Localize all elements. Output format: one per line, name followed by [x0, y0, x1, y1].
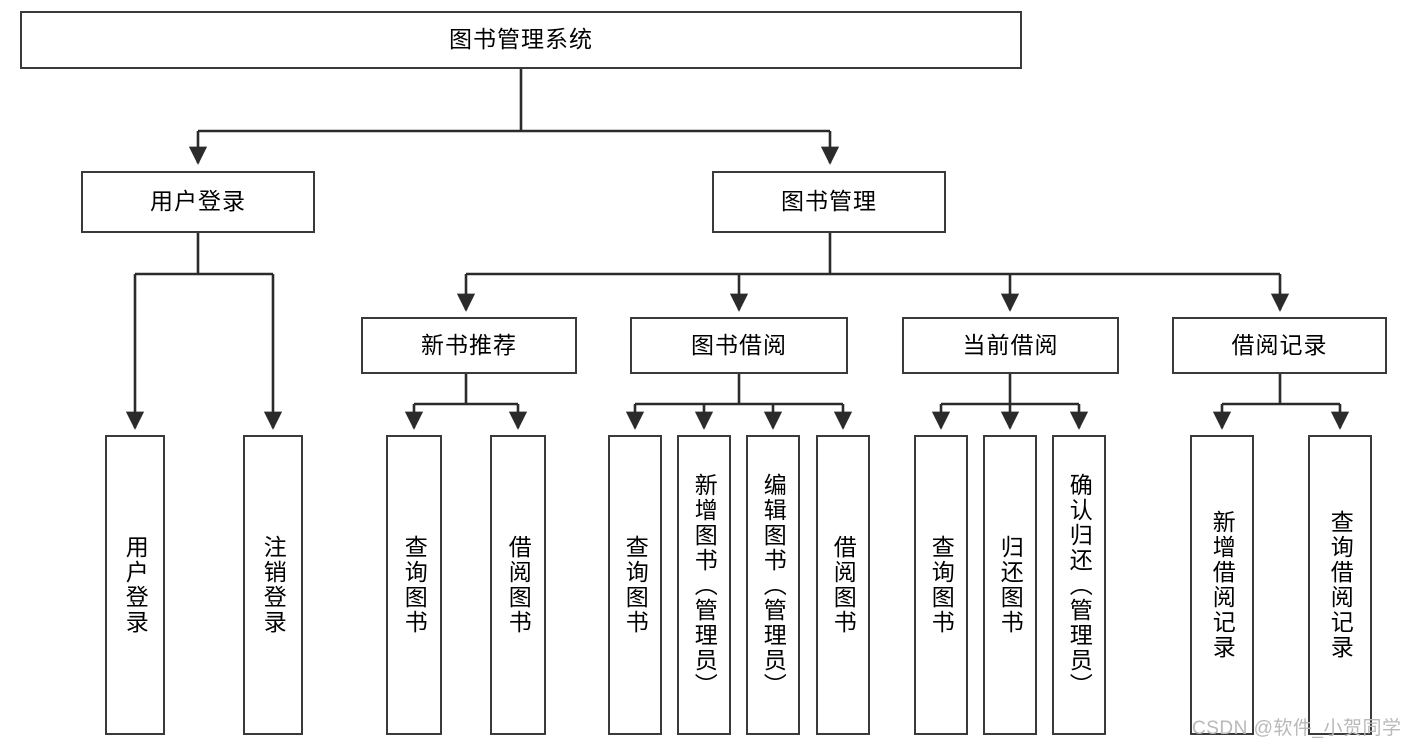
leaf-confirm-return-label: 确认归还（管理员） — [1066, 472, 1093, 698]
leaf-query-book-2-label: 查询图书 — [622, 535, 649, 635]
leaf-return-book-label: 归还图书 — [997, 535, 1024, 635]
node-book-borrow[interactable]: 图书借阅 — [630, 317, 848, 374]
leaf-user-login[interactable]: 用户登录 — [105, 435, 165, 735]
leaf-return-book[interactable]: 归还图书 — [983, 435, 1037, 735]
leaf-add-record[interactable]: 新增借阅记录 — [1190, 435, 1254, 735]
leaf-query-book-3-label: 查询图书 — [928, 535, 955, 635]
leaf-edit-book-label: 编辑图书（管理员） — [760, 472, 787, 698]
leaf-borrow-book-1[interactable]: 借阅图书 — [490, 435, 546, 735]
leaf-logout[interactable]: 注销登录 — [243, 435, 303, 735]
leaf-add-book-label: 新增图书（管理员） — [691, 472, 718, 698]
leaf-query-book-1-label: 查询图书 — [401, 535, 428, 635]
leaf-add-record-label: 新增借阅记录 — [1209, 510, 1236, 660]
node-book-borrow-label: 图书借阅 — [691, 331, 787, 358]
node-borrow-record[interactable]: 借阅记录 — [1172, 317, 1387, 374]
leaf-borrow-book-2-label: 借阅图书 — [830, 535, 857, 635]
leaf-query-book-1[interactable]: 查询图书 — [386, 435, 442, 735]
node-root-label: 图书管理系统 — [449, 26, 593, 53]
node-user-login[interactable]: 用户登录 — [81, 171, 315, 233]
csdn-watermark: CSDN @软件_小贺同学 — [1192, 718, 1402, 739]
node-user-login-label: 用户登录 — [150, 188, 246, 215]
leaf-borrow-book-2[interactable]: 借阅图书 — [816, 435, 870, 735]
node-new-book-recommend[interactable]: 新书推荐 — [361, 317, 577, 374]
node-current-borrow[interactable]: 当前借阅 — [902, 317, 1119, 374]
leaf-add-book[interactable]: 新增图书（管理员） — [677, 435, 731, 735]
leaf-logout-label: 注销登录 — [260, 535, 287, 635]
node-book-manage[interactable]: 图书管理 — [712, 171, 946, 233]
leaf-borrow-book-1-label: 借阅图书 — [505, 535, 532, 635]
leaf-edit-book[interactable]: 编辑图书（管理员） — [746, 435, 800, 735]
leaf-user-login-label: 用户登录 — [122, 535, 149, 635]
node-book-manage-label: 图书管理 — [781, 188, 877, 215]
leaf-query-book-3[interactable]: 查询图书 — [914, 435, 968, 735]
node-new-book-recommend-label: 新书推荐 — [421, 331, 517, 358]
leaf-confirm-return[interactable]: 确认归还（管理员） — [1052, 435, 1106, 735]
leaf-query-book-2[interactable]: 查询图书 — [608, 435, 662, 735]
leaf-query-record-label: 查询借阅记录 — [1327, 510, 1354, 660]
node-borrow-record-label: 借阅记录 — [1231, 331, 1328, 358]
node-root[interactable]: 图书管理系统 — [20, 11, 1022, 69]
node-current-borrow-label: 当前借阅 — [962, 331, 1059, 358]
leaf-query-record[interactable]: 查询借阅记录 — [1308, 435, 1372, 735]
